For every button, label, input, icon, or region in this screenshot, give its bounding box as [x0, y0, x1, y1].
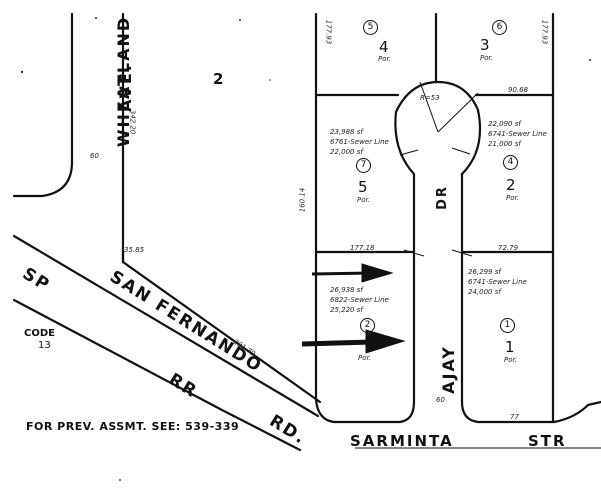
dim-culdesac: R=53: [420, 94, 440, 102]
ajay-dr-label: DR: [434, 185, 450, 210]
sarminta-label: SARMINTA: [350, 432, 454, 450]
lot-3-circle: 6: [492, 20, 507, 35]
lot2-area-1: 22,090 sf: [488, 120, 521, 128]
dim-dr-width: 60: [436, 396, 445, 404]
dim-wheatland-corner: 35.85: [124, 246, 145, 254]
culdesac-radial-2: [437, 92, 479, 133]
lotsw-area-2: 6822-Sewer Line: [330, 296, 389, 304]
lot-1-circle: 1: [500, 318, 515, 333]
lot-3-number: 3: [480, 36, 490, 54]
tick-marks: [399, 147, 473, 257]
lot-4-circle: 5: [363, 20, 378, 35]
block-number: 2: [213, 70, 224, 88]
lot-2-circle: 4: [503, 155, 518, 170]
lot-1-note: Por.: [504, 356, 517, 364]
lot-3-note: Por.: [480, 54, 493, 62]
rr-wheatland-corner: [121, 250, 322, 404]
lot5-area-1: 23,988 sf: [330, 128, 363, 136]
wheatland-ave-label: AVE.: [115, 63, 135, 112]
lotsw-area-1: 26,938 sf: [330, 286, 363, 294]
dim-wheatland-frontage: 342.20: [128, 109, 137, 135]
lot-5-number: 5: [358, 178, 368, 196]
lot-2-note: Por.: [506, 194, 519, 202]
lot-sw-circle: 2: [360, 318, 375, 333]
arrow-lower: [301, 339, 373, 347]
lotsw-area-3: 25,220 sf: [330, 306, 363, 314]
ajay-west-edge: [332, 80, 482, 424]
dim-mid-left: 177.18: [350, 244, 375, 252]
dim-mid-right: 72.79: [498, 244, 519, 252]
lot2-area-3: 21,000 sf: [488, 140, 521, 148]
railroad-north-line: [12, 234, 320, 418]
prev-assessment-note: FOR PREV. ASSMT. SEE: 539-339: [26, 420, 240, 433]
parcel-west-boundary: [314, 12, 336, 424]
lot-4-note: Por.: [378, 55, 391, 63]
ajay-east-edge: [460, 172, 601, 424]
lot5-area-2: 6761-Sewer Line: [330, 138, 389, 146]
dim-bottom-right: 77: [510, 413, 519, 421]
lot2-area-2: 6741-Sewer Line: [488, 130, 547, 138]
dim-wheatland-width: 60: [90, 152, 99, 160]
sarminta-st-label: STR: [528, 432, 567, 450]
lot-4-number: 4: [379, 38, 389, 56]
lot-5-note: Por.: [357, 196, 370, 204]
dim-lot5-side: 160.14: [298, 187, 307, 213]
dim-top-right: 90.68: [508, 86, 529, 94]
code-value: 13: [38, 340, 51, 351]
lot-2-number: 2: [506, 176, 516, 194]
culdesac-radial-1: [419, 81, 439, 133]
lot-5-circle: 7: [356, 158, 371, 173]
lot1-area-2: 6741-Sewer Line: [468, 278, 527, 286]
wheatland-west-curb: [12, 12, 74, 198]
dim-lot3-top: 177.93: [540, 19, 549, 45]
dim-lot4-top: 177.93: [324, 19, 333, 45]
railroad-south-line: [12, 298, 302, 452]
lot-sw-note: Por.: [358, 354, 371, 362]
ajay-label: AJAY: [438, 345, 458, 394]
lot-1-number: 1: [505, 338, 515, 356]
lot5-area-3: 22,000 sf: [330, 148, 363, 156]
code-label: CODE: [24, 328, 55, 339]
arrow-upper-head: [361, 263, 394, 283]
lot1-area-3: 24,000 sf: [468, 288, 501, 296]
arrow-lower-head: [365, 329, 406, 354]
lot1-area-1: 26,299 sf: [468, 268, 501, 276]
